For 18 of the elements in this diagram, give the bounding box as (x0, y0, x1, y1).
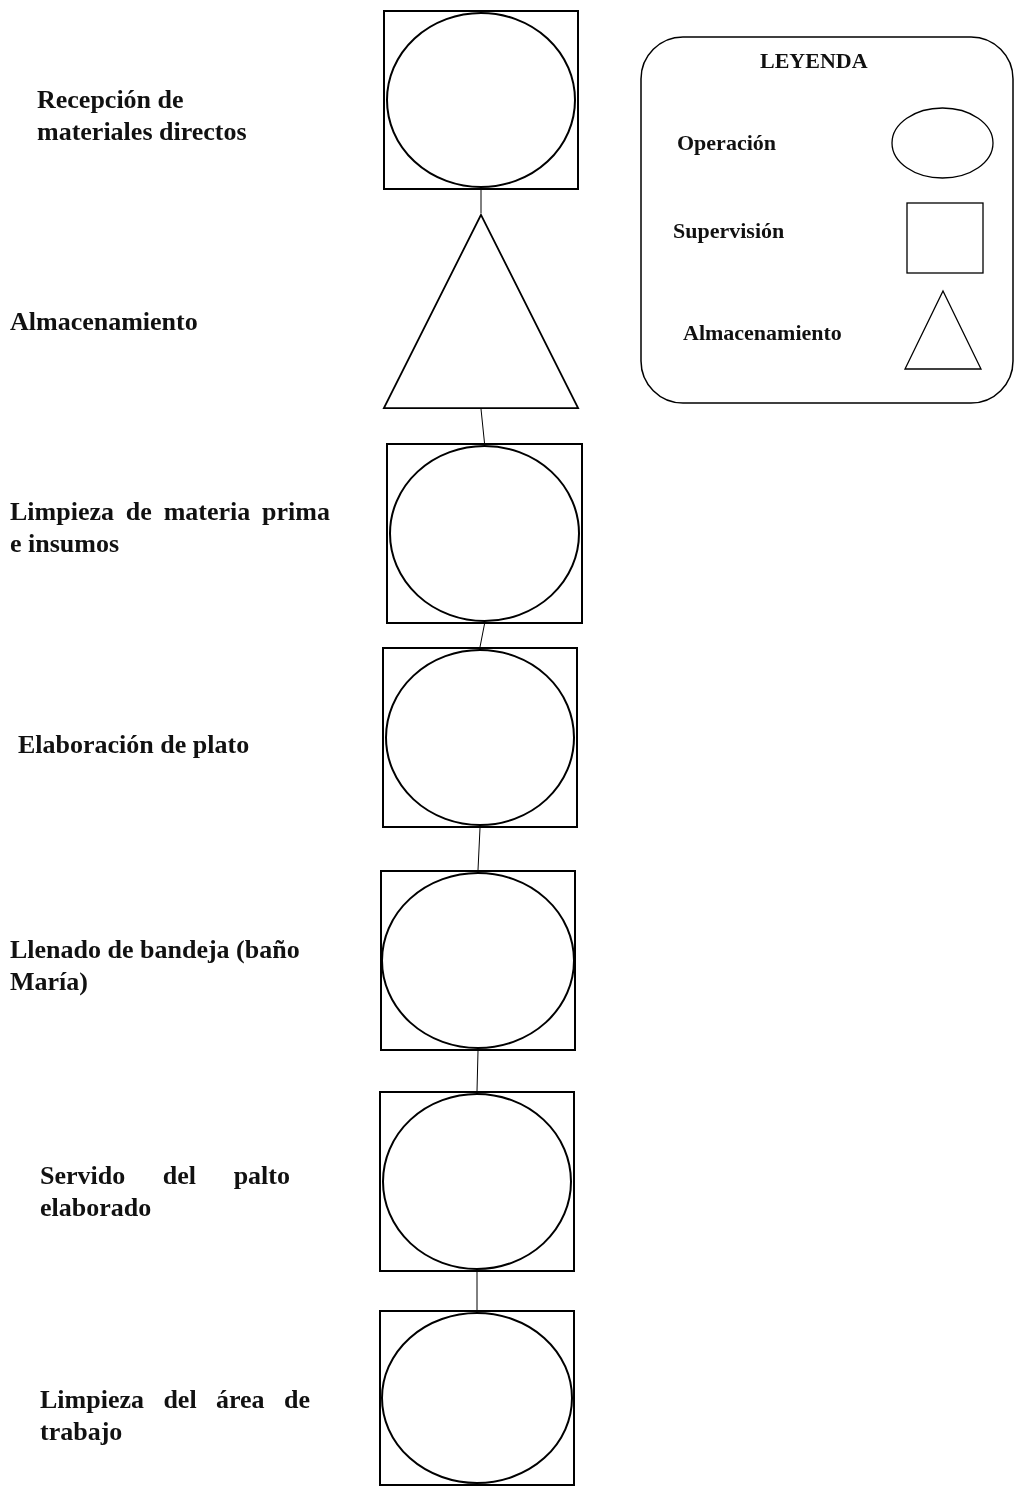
legend-title: LEYENDA (760, 48, 868, 74)
step-label: Elaboración de plato (18, 729, 251, 761)
legend-label: Operación (677, 130, 776, 156)
connector-line (479, 623, 485, 648)
step-label: Llenado de bandeja (baño María) (10, 934, 300, 998)
step-label: Limpieza del área de trabajo (40, 1384, 310, 1448)
legend-label: Almacenamiento (683, 320, 842, 346)
connector-line (476, 1050, 479, 1092)
legend-label: Supervisión (673, 218, 785, 244)
step-label: Recepción de materiales directos (37, 84, 248, 148)
step-label: Servido del palto elaborado (40, 1160, 290, 1224)
storage-triangle (383, 213, 579, 409)
connector-line (480, 408, 485, 444)
connector-line (477, 827, 481, 871)
step-label: Almacenamiento (10, 306, 199, 338)
connector-line (480, 189, 482, 214)
step-label: Limpieza de materia prima e insumos (10, 496, 330, 560)
connector-line (476, 1271, 478, 1311)
